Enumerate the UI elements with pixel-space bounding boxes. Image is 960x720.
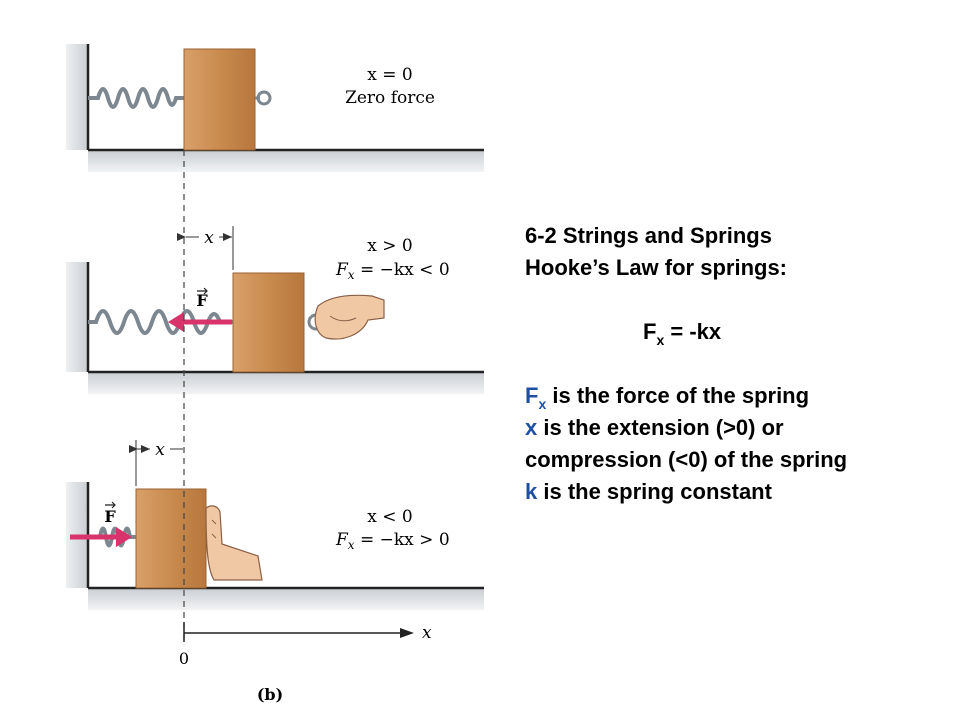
- figure-label: (b): [257, 685, 283, 704]
- block: [232, 272, 305, 373]
- origin-label: 0: [179, 649, 189, 668]
- middle-force-label: Fx = −kx < 0: [335, 260, 450, 282]
- formula-subscript: x: [656, 332, 665, 348]
- definition-force-subscript: x: [538, 396, 547, 412]
- floor: [88, 588, 484, 610]
- blank-line: [525, 284, 945, 316]
- spring: [88, 526, 136, 548]
- displacement-dimension: [177, 226, 234, 270]
- x-axis: [183, 622, 414, 642]
- spring: [88, 309, 233, 335]
- wall: [66, 44, 88, 150]
- displacement-label: x: [155, 440, 165, 460]
- x-axis-label: x: [422, 623, 432, 643]
- bottom-position-label: x < 0: [367, 507, 412, 527]
- block: [135, 488, 207, 589]
- formula-rest: = -kx: [664, 319, 722, 344]
- definition-constant-symbol: k: [525, 479, 538, 504]
- blank-line: [525, 348, 945, 380]
- definition-compression: compression (<0) of the spring: [525, 447, 848, 472]
- top-panel: x = 0 Zero force: [66, 44, 484, 172]
- force-arrow: [168, 312, 232, 332]
- definition-force-text: is the force of the spring: [546, 383, 810, 408]
- floor: [88, 150, 484, 172]
- ring-hook: [256, 90, 272, 106]
- definition-extension: x is the extension (>0) or: [525, 412, 945, 444]
- floor: [88, 372, 484, 394]
- spring: [88, 87, 184, 109]
- top-force-label: Zero force: [345, 88, 435, 108]
- hookes-law-formula: Fx = -kx: [525, 316, 945, 348]
- definition-constant: k is the spring constant: [525, 476, 945, 508]
- middle-panel: F x x > 0 Fx = −kx < 0: [66, 226, 484, 394]
- slide-text-block: 6-2 Strings and Springs Hooke’s Law for …: [525, 220, 945, 508]
- pulling-hand: [307, 294, 385, 340]
- formula-symbol: F: [643, 319, 657, 344]
- slide-subtitle: Hooke’s Law for springs:: [525, 255, 788, 280]
- bottom-force-label: Fx = −kx > 0: [335, 530, 450, 552]
- force-arrow: [70, 527, 132, 547]
- force-vector-label: F: [104, 507, 116, 526]
- definition-force: Fx is the force of the spring: [525, 380, 945, 412]
- displacement-dimension: [129, 440, 183, 486]
- block: [183, 48, 256, 151]
- top-position-label: x = 0: [367, 65, 412, 85]
- bottom-panel: F x x < 0 Fx = −kx > 0: [66, 440, 484, 610]
- definition-force-symbol: F: [525, 383, 539, 408]
- force-vector-label: F: [196, 291, 208, 310]
- displacement-label: x: [204, 228, 214, 248]
- middle-position-label: x > 0: [367, 236, 412, 256]
- slide-title: 6-2 Strings and Springs: [525, 223, 772, 248]
- definition-constant-text: is the spring constant: [537, 479, 772, 504]
- definition-extension-symbol: x: [525, 415, 538, 440]
- definition-extension-text: is the extension (>0) or: [537, 415, 784, 440]
- pushing-hand: [205, 505, 263, 581]
- wall: [66, 262, 88, 372]
